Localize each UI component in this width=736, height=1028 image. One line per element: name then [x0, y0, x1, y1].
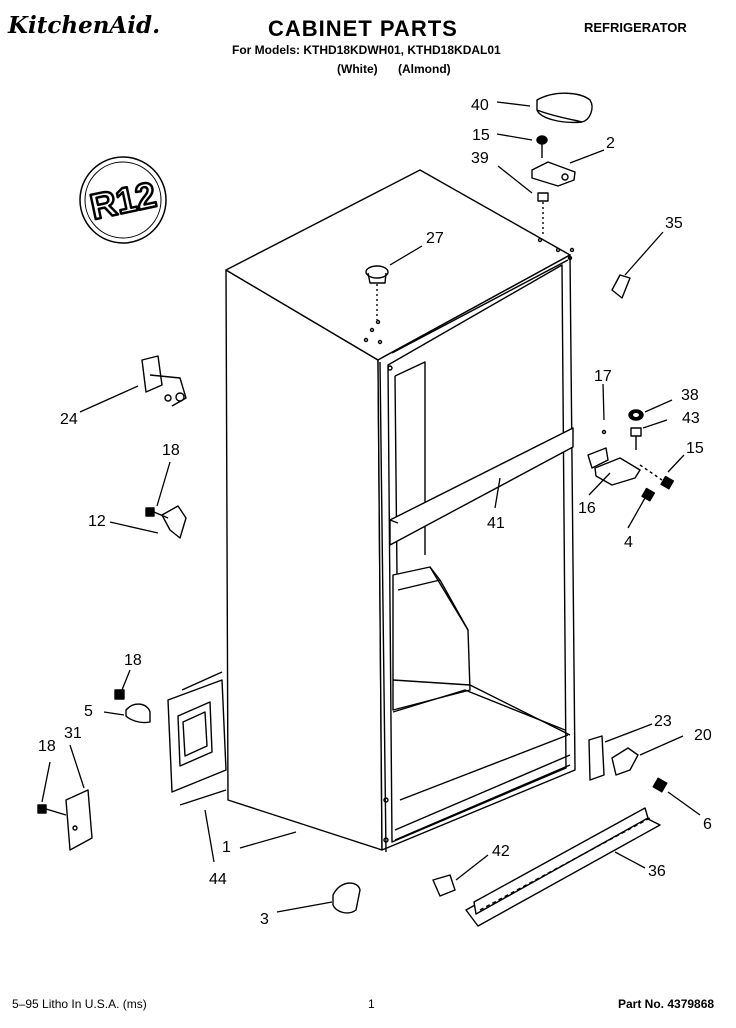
- callout-41: 41: [487, 515, 505, 532]
- callout-12: 12: [88, 513, 106, 530]
- part-35-trim: [611, 274, 631, 299]
- callout-15-top: 15: [472, 127, 490, 144]
- page-number: 1: [368, 997, 375, 1011]
- part-15-screw-top: [536, 135, 548, 158]
- part-27-plug: [365, 265, 389, 325]
- callout-24: 24: [60, 411, 78, 428]
- part-12-bracket: [145, 505, 187, 539]
- callout-16: 16: [578, 500, 596, 517]
- callout-18-lower: 18: [38, 738, 56, 755]
- callout-labels: 40 15 2 39 27 35 24 18 12 17 38 43 15 41…: [38, 97, 712, 928]
- callout-42: 42: [492, 843, 510, 860]
- callout-31: 31: [64, 725, 82, 742]
- variant-almond: (Almond): [398, 62, 451, 76]
- callout-2: 2: [606, 135, 615, 152]
- callout-17: 17: [594, 368, 612, 385]
- part-number: Part No. 4379868: [618, 997, 715, 1011]
- callout-36: 36: [648, 863, 666, 880]
- refrigerator-cabinet: [225, 169, 576, 853]
- callout-18-middle: 18: [124, 652, 142, 669]
- callout-23: 23: [654, 713, 672, 730]
- callout-15-center: 15: [686, 440, 704, 457]
- callout-18-upper: 18: [162, 442, 180, 459]
- variant-white: (White): [337, 62, 378, 76]
- callout-44: 44: [209, 871, 227, 888]
- part-5-lower-hinge-bracket: [114, 689, 151, 724]
- callout-5: 5: [84, 703, 93, 720]
- part-20-bottom-hinge: [588, 735, 668, 793]
- models-line: For Models: KTHD18KDWH01, KTHD18KDAL01: [232, 43, 501, 57]
- r12-badge-text: R12: [87, 174, 160, 228]
- part-2-top-hinge: [531, 161, 576, 187]
- leader-lines: [41, 101, 701, 913]
- callout-39: 39: [471, 150, 489, 167]
- part-44-mounting-plate: [167, 671, 227, 806]
- callout-43: 43: [682, 410, 700, 427]
- callout-3: 3: [260, 911, 269, 928]
- callout-27: 27: [426, 230, 444, 247]
- callout-4: 4: [624, 534, 633, 551]
- part-16-center-hinge: [587, 409, 675, 502]
- callout-20: 20: [694, 727, 712, 744]
- callout-6: 6: [703, 816, 712, 833]
- page-title: CABINET PARTS: [268, 16, 458, 41]
- callout-38: 38: [681, 387, 699, 404]
- brand-logo: KitchenAid.: [8, 12, 161, 39]
- callout-1: 1: [222, 839, 231, 856]
- r12-badge: R12: [79, 156, 167, 244]
- part-39-shim: [537, 192, 549, 202]
- part-3-bottom-hinge-cover: [332, 882, 361, 914]
- callout-35: 35: [665, 215, 683, 232]
- litho-note: 5–95 Litho In U.S.A. (ms): [12, 997, 147, 1011]
- part-42-clip: [432, 874, 456, 897]
- callout-40: 40: [471, 97, 489, 114]
- part-36-base-grille: [465, 807, 661, 927]
- part-24-handle-bracket: [141, 355, 187, 407]
- part-31-hinge-cover: [37, 789, 93, 851]
- category-label: REFRIGERATOR: [584, 20, 687, 35]
